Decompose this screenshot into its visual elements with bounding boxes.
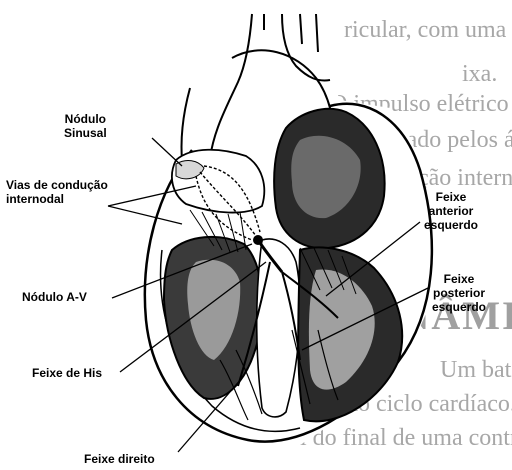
label-feixe-anterior: Feixe anterior esquerdo [424, 190, 478, 232]
label-vias-conducao: Vias de condução internodal [6, 178, 108, 206]
label-feixe-direito: Feixe direito [84, 452, 155, 466]
label-nodulo-sinusal: Nódulo Sinusal [64, 112, 107, 140]
label-nodulo-av: Nódulo A-V [22, 290, 87, 304]
label-feixe-his: Feixe de His [32, 366, 102, 380]
label-feixe-posterior: Feixe posterior esquerdo [432, 272, 486, 314]
